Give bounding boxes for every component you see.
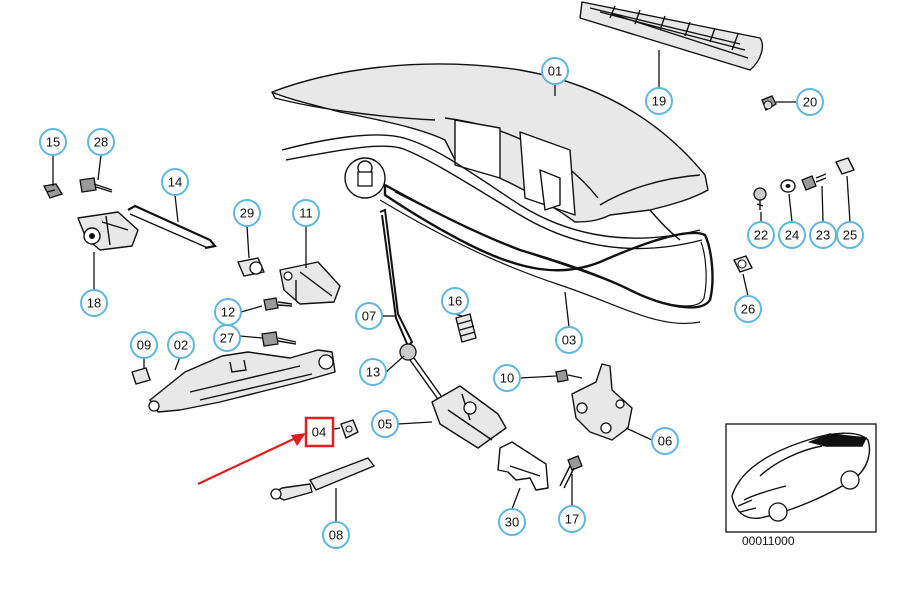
callout-17: 17: [558, 505, 586, 533]
svg-text:19: 19: [652, 94, 666, 109]
svg-text:12: 12: [221, 305, 235, 320]
svg-text:18: 18: [87, 296, 101, 311]
callout-20: 20: [796, 88, 824, 116]
callout-07: 07: [355, 302, 383, 330]
callout-13: 13: [359, 358, 387, 386]
svg-text:02: 02: [174, 338, 188, 353]
svg-text:25: 25: [843, 228, 857, 243]
svg-text:04: 04: [312, 425, 326, 440]
screw-part-10: [555, 369, 583, 383]
svg-text:08: 08: [329, 528, 343, 543]
screw-part-20: [761, 95, 777, 111]
svg-text:10: 10: [500, 371, 514, 386]
gas-strut-part-08: [270, 457, 375, 501]
nut-part-04: [340, 419, 359, 439]
rod-part-14: [127, 204, 218, 250]
callout-22: 22: [747, 221, 775, 249]
callout-16: 16: [441, 287, 469, 315]
callout-30: 30: [498, 508, 526, 536]
callout-01: 01: [541, 57, 569, 85]
svg-text:22: 22: [754, 228, 768, 243]
bracket-part-02: [148, 349, 336, 413]
plug-part-15: [43, 183, 63, 199]
callout-03: 03: [555, 326, 583, 354]
buffer-part-16: [455, 313, 477, 343]
latch-part-06: [571, 363, 633, 441]
callout-14: 14: [161, 168, 189, 196]
clip-part-30: [497, 441, 549, 491]
svg-text:07: 07: [362, 309, 376, 324]
svg-text:29: 29: [240, 206, 254, 221]
callout-06: 06: [651, 427, 679, 455]
svg-text:15: 15: [46, 135, 60, 150]
hinge-part-18: [77, 211, 139, 251]
svg-text:20: 20: [803, 95, 817, 110]
lock-symbol-icon: [344, 157, 386, 199]
svg-text:16: 16: [448, 294, 462, 309]
screw-part-17: [559, 455, 583, 489]
washer-part-24: [780, 179, 796, 193]
svg-text:03: 03: [562, 333, 576, 348]
svg-text:28: 28: [94, 135, 108, 150]
screw-part-13: [399, 343, 445, 403]
rod-part-07: [379, 208, 414, 348]
callout-05: 05: [371, 410, 399, 438]
bolt-part-28: [79, 177, 113, 193]
svg-text:09: 09: [137, 338, 151, 353]
nut-part-25: [835, 157, 855, 175]
callout-15: 15: [39, 128, 67, 156]
callout-02: 02: [167, 331, 195, 359]
screw-part-12: [263, 297, 293, 311]
callout-19: 19: [645, 87, 673, 115]
svg-text:30: 30: [505, 515, 519, 530]
brake-light-part: [579, 1, 763, 71]
svg-text:17: 17: [565, 512, 579, 527]
svg-text:26: 26: [741, 302, 755, 317]
svg-text:05: 05: [378, 417, 392, 432]
inset-car-thumbnail: 00011000: [725, 423, 877, 548]
cap-part-09: [131, 367, 151, 385]
switch-part-11: [279, 261, 341, 305]
callout-26: 26: [734, 295, 762, 323]
callout-12: 12: [214, 298, 242, 326]
svg-text:06: 06: [658, 434, 672, 449]
inset-caption: 00011000: [742, 534, 795, 548]
callout-10: 10: [493, 364, 521, 392]
car-illustration-icon: [731, 432, 871, 522]
screw-part-23: [801, 173, 827, 191]
callout-28: 28: [87, 128, 115, 156]
clip-part-26: [733, 255, 753, 273]
svg-text:01: 01: [548, 64, 562, 79]
red-pointer-arrow-icon: [197, 433, 306, 485]
svg-text:24: 24: [785, 228, 799, 243]
callout-27: 27: [213, 324, 241, 352]
svg-text:23: 23: [816, 228, 830, 243]
trunk-seal-part: [379, 182, 714, 325]
callout-24: 24: [778, 221, 806, 249]
svg-text:13: 13: [366, 365, 380, 380]
clip-part-22: [753, 187, 767, 210]
callout-09: 09: [130, 331, 158, 359]
callout-23: 23: [809, 221, 837, 249]
callout-25: 25: [836, 221, 864, 249]
callout-08: 08: [322, 521, 350, 549]
clip-part-29: [237, 257, 265, 277]
svg-text:14: 14: [168, 175, 182, 190]
svg-text:11: 11: [299, 206, 313, 221]
callout-11: 11: [292, 199, 320, 227]
callout-18: 18: [80, 289, 108, 317]
callout-04-highlighted[interactable]: 04: [304, 416, 335, 448]
lock-assembly-part-05: [431, 385, 507, 449]
callout-29: 29: [233, 199, 261, 227]
bolt-part-27: [261, 331, 297, 347]
trunk-lid-part: [271, 63, 709, 250]
svg-text:27: 27: [220, 331, 234, 346]
